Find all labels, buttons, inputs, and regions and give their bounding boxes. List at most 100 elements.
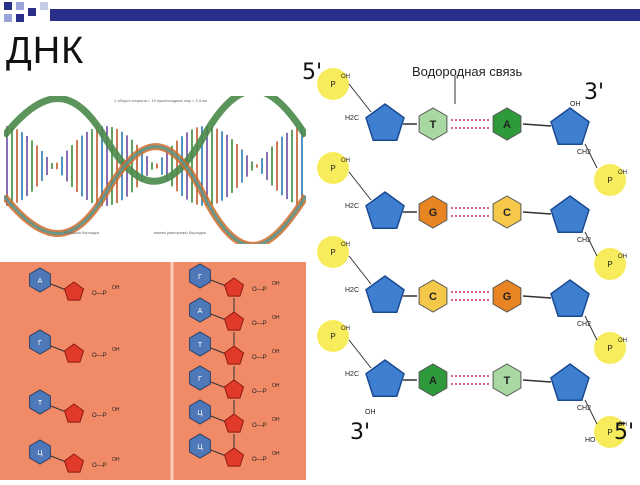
glycosidic-bond — [210, 381, 227, 389]
left-base-letter: T — [430, 119, 437, 131]
sugar-pentagon — [223, 311, 245, 331]
oh-label: OH — [272, 281, 280, 287]
right-base-letter: T — [504, 375, 511, 387]
oh-label: OH — [112, 457, 120, 463]
phosphate-circle — [594, 332, 626, 364]
phosphate-oh: OH — [618, 170, 627, 176]
right-base-letter: C — [503, 207, 511, 219]
helix-svg — [1, 87, 309, 249]
left-base — [418, 107, 448, 141]
phosphate-oh: OH — [341, 326, 350, 332]
base-letter: Т — [198, 342, 203, 349]
ch2-label: CH2 — [577, 405, 591, 412]
sugar-pentagon — [223, 447, 245, 467]
base-letter: А — [38, 278, 43, 285]
glycosidic-bond-right — [522, 379, 552, 383]
base-hexagon — [189, 399, 211, 425]
sugar-pentagon — [63, 343, 85, 363]
phosphate-circle — [594, 416, 626, 448]
phosphate-group: O—P — [252, 457, 267, 463]
base-hexagon — [189, 433, 211, 459]
helix-caption-minor: малая (минорная) бороздка — [154, 230, 206, 235]
base-letter: Ц — [197, 410, 203, 417]
glycosidic-bond-right — [522, 211, 552, 215]
five-prime-bottom-right: 5' — [614, 420, 635, 445]
phosphate-group: O—P — [92, 413, 107, 419]
corner-decoration — [4, 2, 48, 22]
h2c-label: H2C — [345, 115, 359, 122]
glycosidic-bond — [210, 279, 227, 287]
sugar-pentagon — [63, 281, 85, 301]
sugar-pentagon — [223, 345, 245, 365]
h2c-label: H2C — [345, 371, 359, 378]
title-accent-bar — [50, 9, 640, 21]
phosphate-group: O—P — [252, 423, 267, 429]
base-letter: А — [198, 308, 203, 315]
dna-helix-illustration: 1 оборот спирали = 10 нуклеотидных пар =… — [1, 87, 309, 249]
sugar-pentagon — [223, 277, 245, 297]
phosphate-group: O—P — [252, 389, 267, 395]
glycosidic-bond — [210, 313, 227, 321]
phosphate-circle — [594, 248, 626, 280]
sugar-pentagon — [223, 379, 245, 399]
right-sugar — [550, 279, 590, 317]
glycosidic-bond — [210, 449, 227, 457]
right-base-letter: A — [503, 119, 511, 131]
base-hexagon — [29, 329, 51, 355]
base-hexagon — [189, 297, 211, 323]
sugar-pentagon — [63, 403, 85, 423]
right-base — [492, 195, 522, 229]
glycosidic-bond — [210, 415, 227, 423]
left-base — [418, 195, 448, 229]
base-hexagon — [189, 365, 211, 391]
glycosidic-bond — [50, 455, 67, 463]
right-backbone-link — [584, 315, 598, 341]
phosphate-letter: P — [330, 80, 335, 89]
sugar-pentagon — [223, 413, 245, 433]
oh-label: OH — [272, 383, 280, 389]
base-letter: Ц — [197, 444, 203, 451]
right-base-letter: G — [503, 291, 512, 303]
helix-base-pairs — [6, 126, 303, 206]
hydrogen-bond-label: Водородная связь — [412, 64, 523, 79]
glycosidic-bond-right — [522, 295, 552, 299]
left-sugar — [365, 275, 405, 313]
right-sugar — [550, 363, 590, 401]
left-backbone-link — [348, 171, 372, 201]
phosphate-letter: P — [607, 428, 612, 437]
left-backbone-link — [348, 255, 372, 285]
glycosidic-bond-right — [522, 123, 552, 127]
right-base — [492, 279, 522, 313]
base-letter: Ц — [37, 450, 43, 457]
left-base — [418, 279, 448, 313]
left-base-letter: C — [429, 291, 437, 303]
base-hexagon — [29, 389, 51, 415]
sugar-pentagon — [63, 453, 85, 473]
phosphate-letter: P — [607, 344, 612, 353]
base-letter: Г — [38, 340, 42, 347]
oh-label: OH — [272, 451, 280, 457]
phosphate-letter: P — [607, 176, 612, 185]
oh-label: OH — [272, 315, 280, 321]
left-sugar — [365, 191, 405, 229]
helix-caption-major: Большая бороздка — [64, 230, 99, 235]
three-prime-bottom-left: 3' — [350, 420, 371, 445]
phosphate-group: O—P — [252, 355, 267, 361]
phosphate-letter: P — [330, 164, 335, 173]
base-letter: Г — [198, 376, 202, 383]
bottom-ho: HO — [585, 437, 596, 444]
five-prime-top-left: 5' — [302, 60, 323, 85]
phosphate-oh: OH — [618, 422, 627, 428]
glycosidic-bond — [50, 405, 67, 413]
top-oh: OH — [570, 101, 581, 108]
phosphate-group: O—P — [92, 353, 107, 359]
left-sugar — [365, 359, 405, 397]
